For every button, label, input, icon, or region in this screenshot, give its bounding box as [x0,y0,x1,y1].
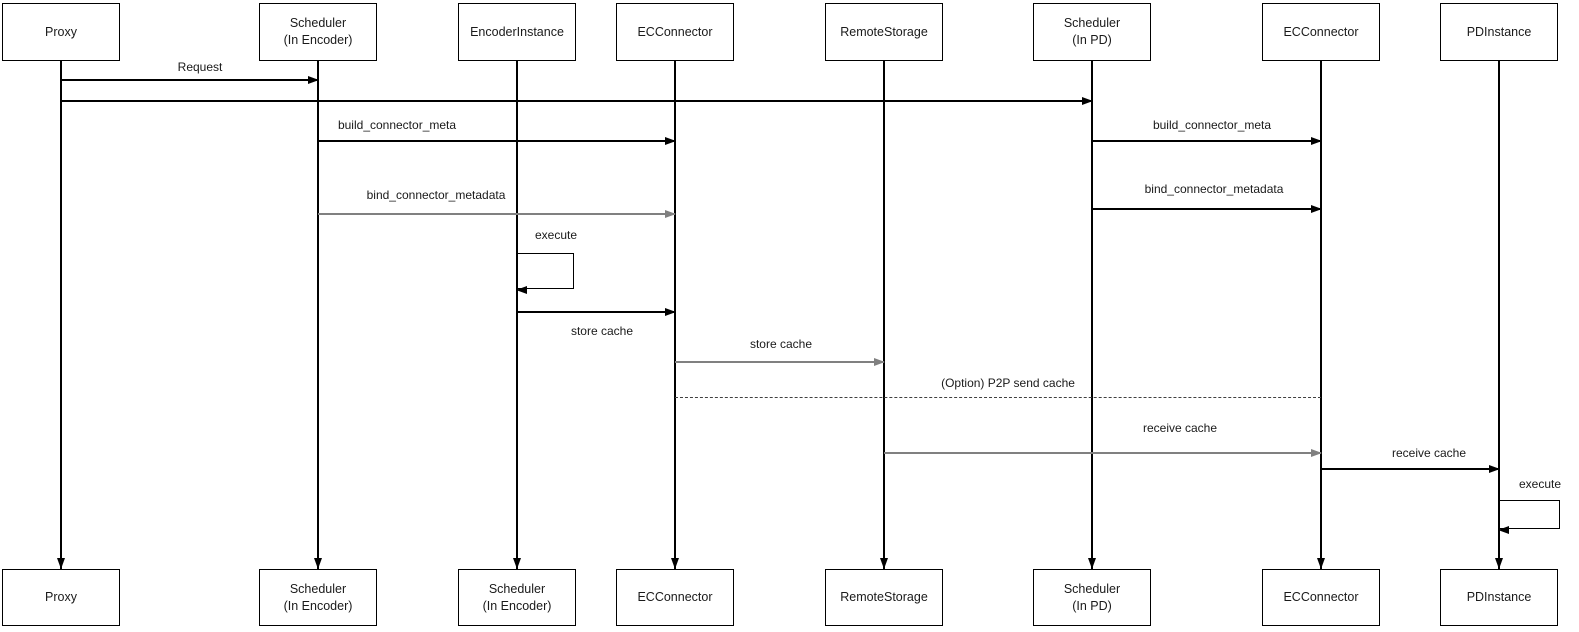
message-p2p-send-cache-label: (Option) P2P send cache [941,376,1075,390]
message-build-connector-meta-left-arrow [318,140,675,142]
message-bind-connector-metadata-left-label: bind_connector_metadata [366,188,506,202]
message-store-cache-encoder-arrow [517,311,675,313]
message-store-cache-remote-arrow [675,361,884,363]
lifeline-scheduler-pd [1091,61,1093,569]
message-build-connector-meta-right-label: build_connector_meta [1152,118,1272,132]
message-store-cache-remote-label: store cache [749,337,813,351]
lifeline-remotestorage [883,61,885,569]
actor-bottom-pdinstance: PDInstance [1440,569,1558,626]
lifeline-ecconnector-right [1320,61,1322,569]
actor-top-proxy: Proxy [2,3,120,61]
message-execute-pd-self-loop [1498,500,1560,534]
lifeline-proxy [60,61,62,569]
message-bind-connector-metadata-right-arrow [1092,208,1321,210]
actor-top-encoderinstance: EncoderInstance [458,3,576,61]
actor-top-scheduler-encoder: Scheduler (In Encoder) [259,3,377,61]
message-request-arrow [61,79,318,81]
actor-bottom-remotestorage: RemoteStorage [825,569,943,626]
message-execute-pd-label: execute [1518,477,1562,491]
message-receive-cache-remote-label: receive cache [1142,421,1218,435]
message-proxy-to-pd-arrow [61,100,1092,102]
actor-top-remotestorage: RemoteStorage [825,3,943,61]
actor-top-ecconnector-left: ECConnector [616,3,734,61]
message-receive-cache-remote-arrow [884,452,1321,454]
lifeline-scheduler-encoder [317,61,319,569]
message-store-cache-encoder-label: store cache [570,324,634,338]
message-bind-connector-metadata-right-label: bind_connector_metadata [1144,182,1284,196]
actor-bottom-proxy: Proxy [2,569,120,626]
lifeline-encoderinstance [516,61,518,569]
actor-bottom-scheduler-encoder2: Scheduler (In Encoder) [458,569,576,626]
actor-bottom-scheduler-pd: Scheduler (In PD) [1033,569,1151,626]
message-receive-cache-pd-arrow [1321,468,1499,470]
actor-bottom-ecconnector-right: ECConnector [1262,569,1380,626]
message-build-connector-meta-left-label: build_connector_meta [337,118,457,132]
message-build-connector-meta-right-arrow [1092,140,1321,142]
actor-top-ecconnector-right: ECConnector [1262,3,1380,61]
actor-bottom-ecconnector-left: ECConnector [616,569,734,626]
message-receive-cache-pd-label: receive cache [1391,446,1467,460]
message-execute-encoder-label: execute [534,228,578,242]
lifeline-pdinstance [1498,61,1500,569]
message-execute-encoder-self-loop [516,253,574,294]
message-bind-connector-metadata-left-arrow [318,213,675,215]
message-p2p-send-cache-dashed-line [675,397,1321,398]
actor-bottom-scheduler-encoder: Scheduler (In Encoder) [259,569,377,626]
actor-top-scheduler-pd: Scheduler (In PD) [1033,3,1151,61]
message-request-label: Request [177,60,223,74]
actor-top-pdinstance: PDInstance [1440,3,1558,61]
